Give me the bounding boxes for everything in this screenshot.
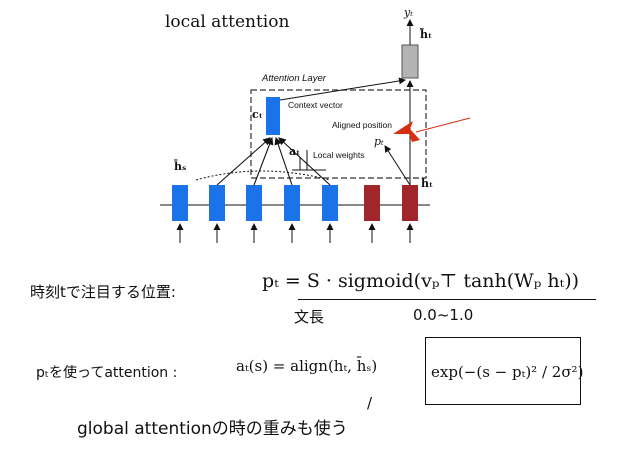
- pt-label: pₜ: [374, 135, 384, 148]
- ct-label: cₜ: [252, 108, 263, 121]
- aligned-position-label: Aligned position: [332, 120, 392, 130]
- output-label: yₜ: [403, 6, 413, 19]
- slide-title: local attention: [165, 12, 290, 32]
- local-window-curve: [195, 170, 331, 181]
- exp-formula: exp(−(s − pₜ)² / 2σ²): [431, 363, 584, 381]
- position-label: 時刻tで注目する位置:: [30, 283, 176, 301]
- formula-underline: [298, 299, 596, 300]
- attention-layer-title: Attention Layer: [261, 73, 327, 84]
- encoder-state-5: [322, 185, 338, 221]
- exp-term-box: [425, 337, 581, 405]
- context-vector-cell: [266, 97, 280, 135]
- pt-formula: pₜ = S · sigmoid(vₚ⊤ tanh(Wₚ hₜ)): [262, 270, 580, 292]
- doc-length-label: 文長: [294, 308, 325, 326]
- annotation-line: [415, 117, 471, 133]
- align-formula: aₜ(s) = align(hₜ, h̄ₛ): [236, 357, 378, 375]
- encoder-state-2: [209, 185, 225, 221]
- hs-label: h̄ₛ: [173, 159, 186, 173]
- hidden-states: [172, 185, 418, 221]
- local-attention-diagram: yₜ h̃ₜ h̄ₛ hₜ cₜ aₜ pₜ Attention Layer C…: [160, 6, 471, 243]
- decoder-state-1: [364, 185, 380, 221]
- context-vector-label: Context vector: [288, 100, 343, 110]
- context-arrows: [216, 136, 331, 186]
- red-arrow-icon: [393, 121, 420, 142]
- encoder-state-3: [246, 185, 262, 221]
- output-cell: [401, 44, 419, 79]
- context-to-output-arrow: [279, 77, 406, 101]
- local-weights-label: Local weights: [313, 150, 365, 160]
- ht-label: hₜ: [421, 177, 433, 190]
- encoder-state-4: [284, 185, 300, 221]
- aligned-position-arrow: [384, 145, 411, 186]
- reuse-weights-label: global attentionの時の重みも使う: [77, 419, 348, 439]
- htilde-label: h̃ₜ: [419, 28, 432, 41]
- at-label: aₜ: [289, 145, 300, 158]
- attention-layer-box: [250, 89, 427, 179]
- input-arrows: [176, 223, 414, 243]
- slash-mark: /: [367, 394, 373, 412]
- range-label: 0.0~1.0: [413, 306, 474, 324]
- using-pt-label: pₜを使ってattention :: [36, 365, 178, 381]
- decoder-state-target: [402, 185, 418, 221]
- encoder-state-1: [172, 185, 188, 221]
